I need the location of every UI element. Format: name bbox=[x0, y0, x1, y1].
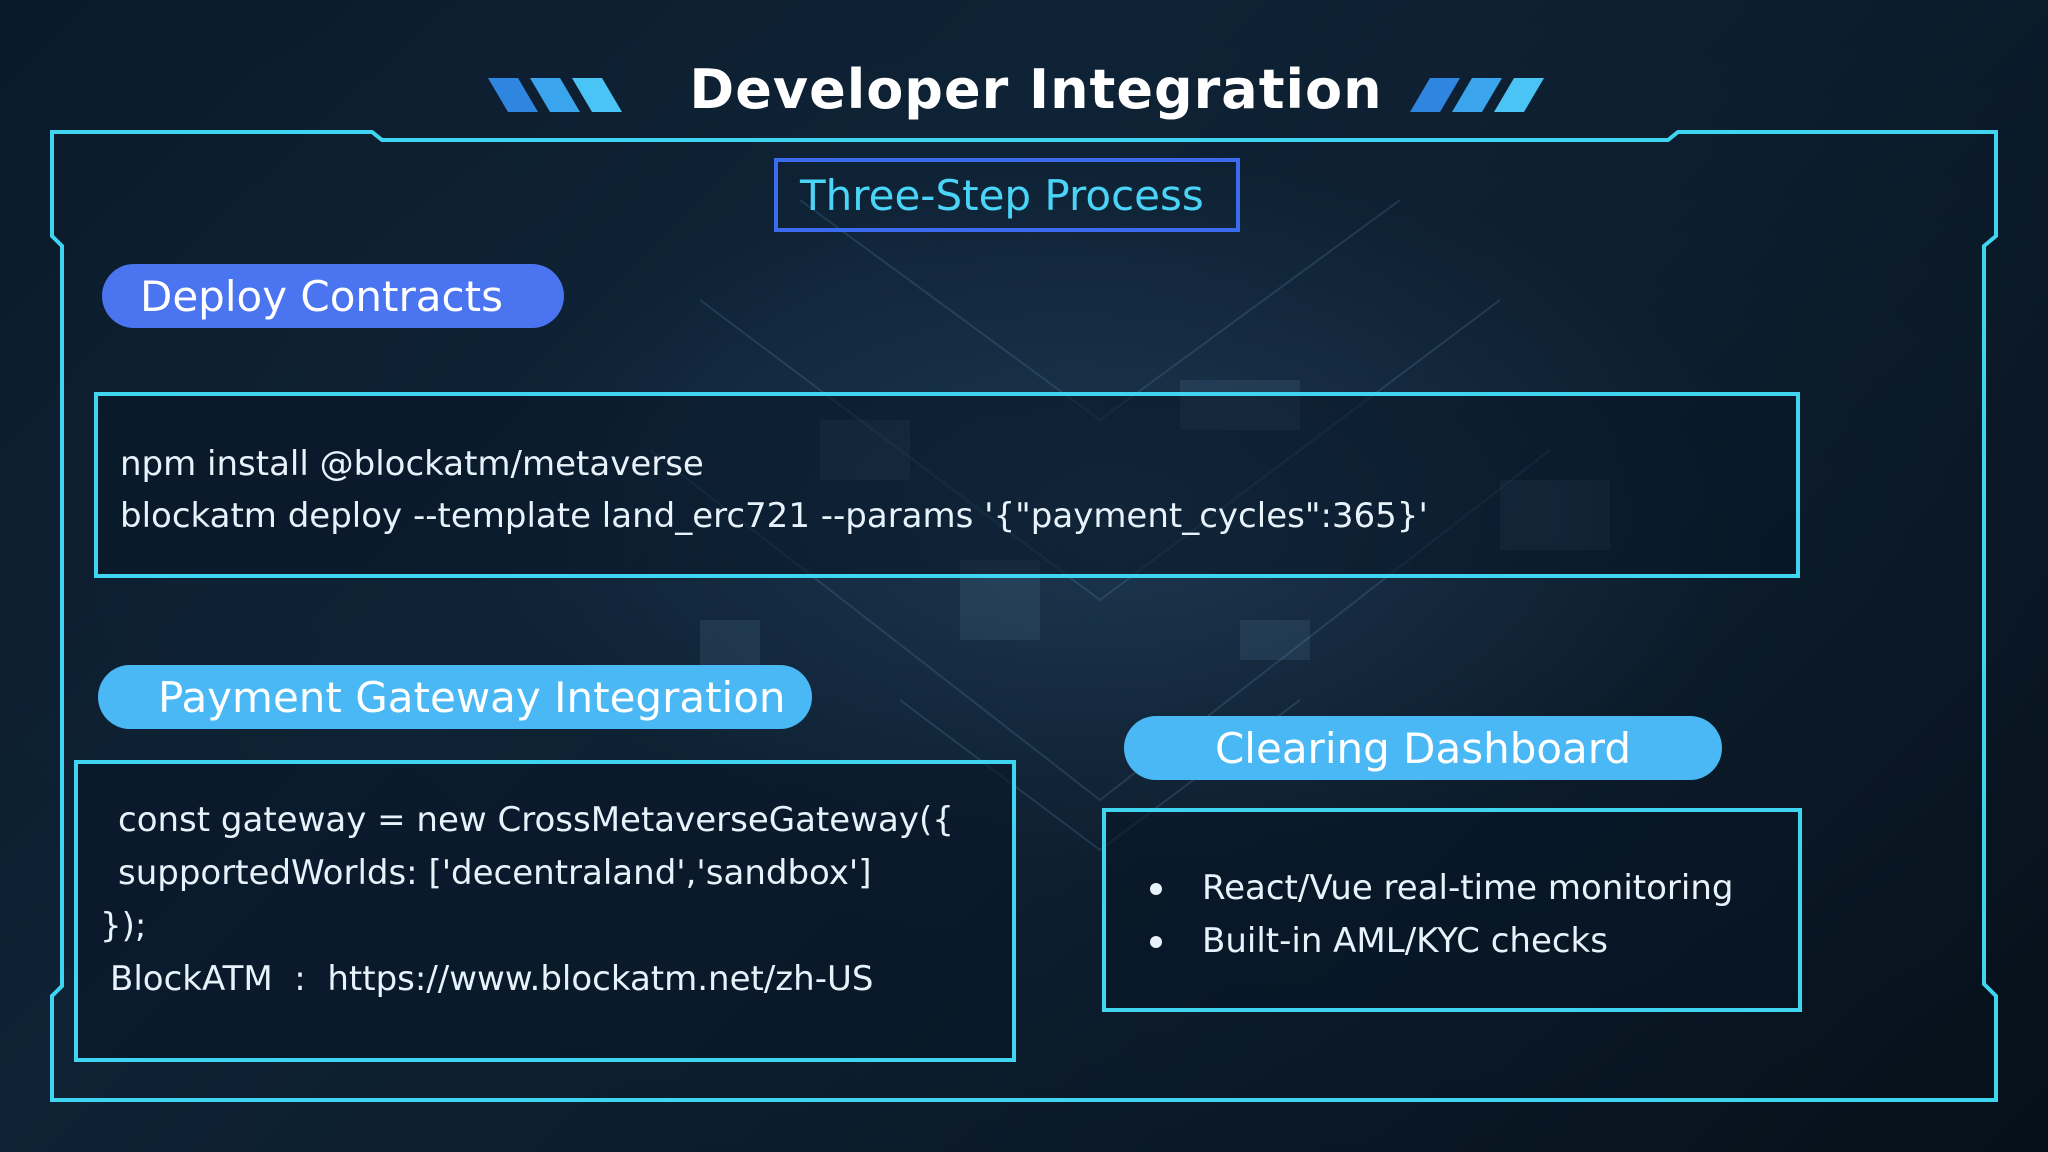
bullet-icon bbox=[1150, 882, 1162, 895]
list-item-text: Built-in AML/KYC checks bbox=[1202, 921, 1608, 961]
blockatm-link-line: BlockATM : https://www.blockatm.net/zh-U… bbox=[110, 959, 874, 999]
right-stripes-icon bbox=[1410, 78, 1544, 112]
dashboard-features-panel: React/Vue real-time monitoring Built-in … bbox=[1102, 808, 1802, 1012]
left-stripes-icon bbox=[488, 78, 622, 112]
code-line: supportedWorlds: ['decentraland','sandbo… bbox=[118, 853, 872, 893]
bullet-icon bbox=[1150, 935, 1162, 948]
list-item-text: React/Vue real-time monitoring bbox=[1202, 868, 1734, 908]
list-item: Built-in AML/KYC checks bbox=[1150, 915, 1798, 968]
page-title: Developer Integration bbox=[689, 58, 1383, 121]
deploy-code-panel: npm install @blockatm/metaverse blockatm… bbox=[94, 392, 1800, 578]
process-label: Three-Step Process bbox=[774, 158, 1240, 232]
code-line: npm install @blockatm/metaverse bbox=[120, 444, 704, 484]
clearing-dashboard-pill: Clearing Dashboard bbox=[1124, 716, 1722, 780]
code-line: const gateway = new CrossMetaverseGatewa… bbox=[118, 800, 954, 840]
code-line: blockatm deploy --template land_erc721 -… bbox=[120, 496, 1428, 536]
list-item: React/Vue real-time monitoring bbox=[1150, 862, 1798, 915]
gateway-code-panel: const gateway = new CrossMetaverseGatewa… bbox=[74, 760, 1016, 1062]
payment-gateway-pill: Payment Gateway Integration bbox=[98, 665, 812, 729]
deploy-contracts-pill: Deploy Contracts bbox=[102, 264, 564, 328]
code-line: }); bbox=[100, 906, 147, 946]
